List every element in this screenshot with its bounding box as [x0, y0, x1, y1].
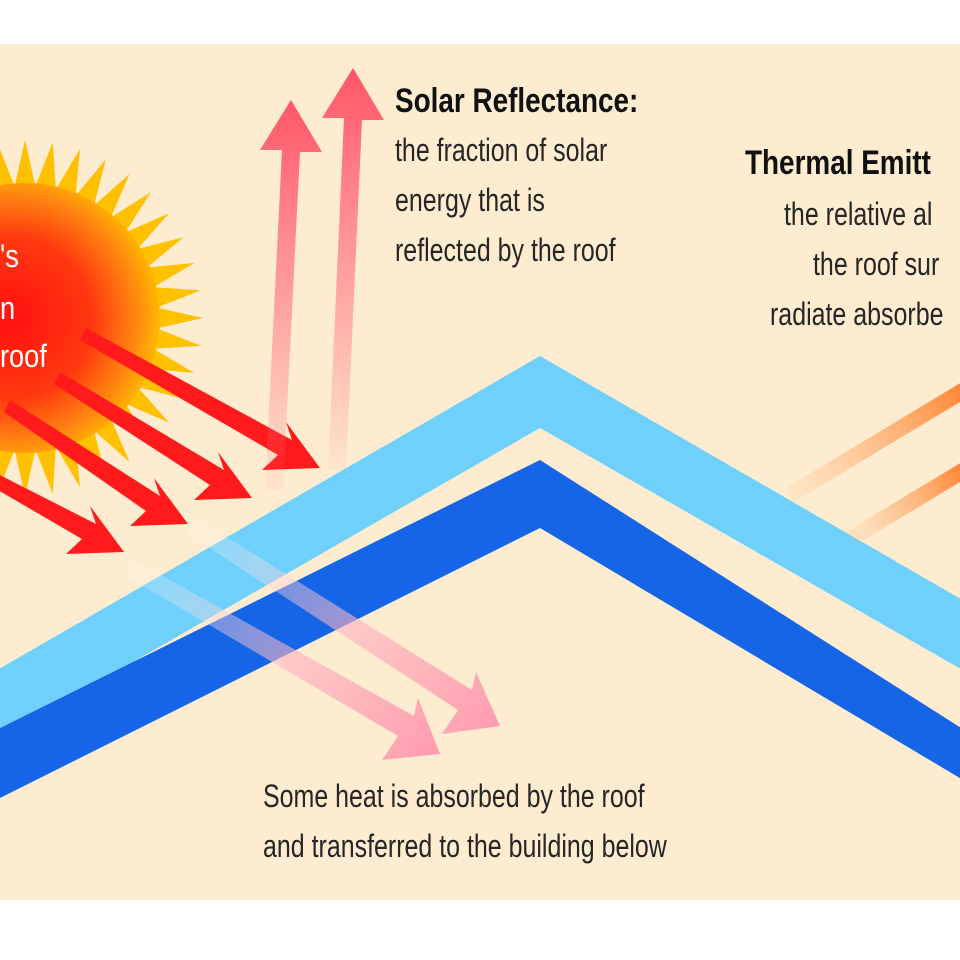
sun-icon [0, 140, 203, 496]
emitted-arrow-2 [846, 463, 960, 546]
absorbed-caption-line-2: and transferred to the building below [263, 828, 667, 864]
reflected-arrow-1 [260, 100, 322, 490]
absorbed-caption-line-1: Some heat is absorbed by the roof [263, 778, 645, 814]
thermal-emittance-line-1: the relative al [784, 196, 933, 232]
thermal-emittance-title: Thermal Emitt [745, 144, 931, 182]
solar-reflectance-title: Solar Reflectance: [395, 82, 639, 120]
absorbed-arrow-1 [126, 560, 440, 760]
emitted-arrows [786, 383, 960, 546]
reflected-arrows [260, 68, 384, 490]
thermal-emittance-line-2: the roof sur [813, 246, 940, 282]
sun-label-line-3: roof [0, 338, 47, 374]
absorbed-arrows [126, 518, 500, 760]
incoming-solar-arrows [0, 328, 320, 554]
incoming-arrow-3 [4, 400, 188, 526]
solar-reflectance-line-3: reflected by the roof [395, 232, 616, 268]
reflected-arrow-2 [322, 68, 384, 470]
diagram-artwork [0, 68, 960, 798]
sun-label-line-2: n [0, 290, 16, 326]
incoming-arrow-4 [0, 475, 124, 554]
absorbed-arrow-2 [188, 518, 500, 734]
thermal-emittance-line-3: radiate absorbe [770, 296, 944, 332]
roof-inner-band [0, 460, 960, 798]
emitted-arrow-1 [786, 383, 960, 502]
diagram-panel: 's n roof Solar Reflectance: the fractio… [0, 44, 960, 900]
roof-outer-band [0, 356, 960, 739]
solar-reflectance-line-2: energy that is [395, 182, 545, 218]
sun-label-line-1: 's [0, 238, 19, 274]
incoming-arrow-2 [54, 372, 252, 500]
solar-reflectance-line-1: the fraction of solar [395, 132, 608, 168]
incoming-arrow-1 [80, 328, 320, 470]
